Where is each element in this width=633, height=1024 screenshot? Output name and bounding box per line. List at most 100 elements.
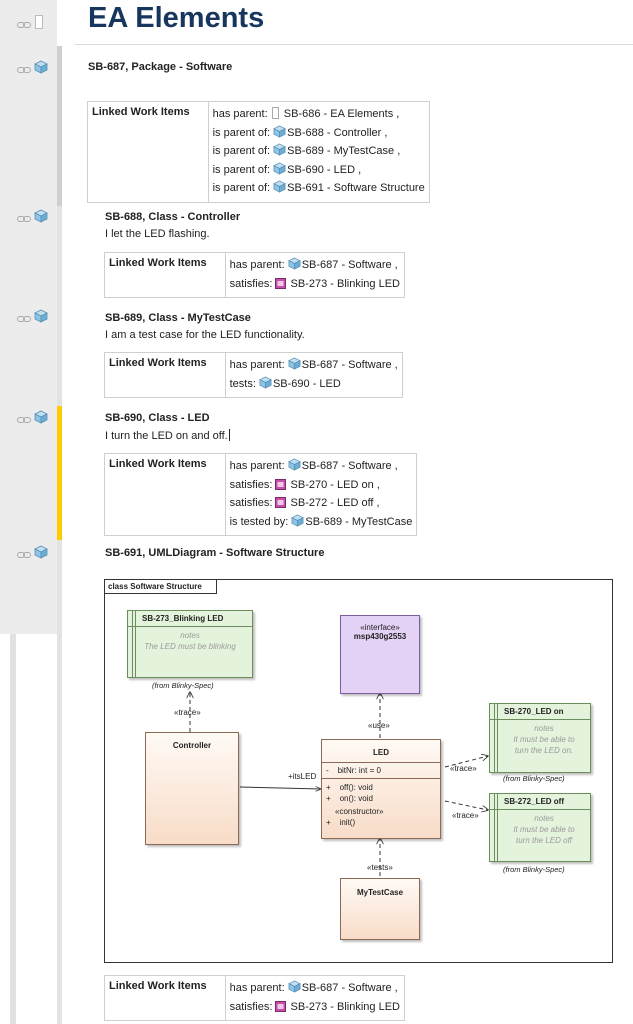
visibility-marker: +: [326, 783, 331, 792]
notes-text: turn the LED on.: [514, 746, 574, 755]
link-target[interactable]: SB-273 - Blinking LED: [290, 1000, 400, 1013]
rail-segment-diagram: [57, 540, 62, 1024]
requirement-name: SB-272_LED off: [490, 794, 590, 810]
from-label: (from Blinky-Spec): [503, 774, 565, 783]
link-icon[interactable]: [17, 416, 31, 424]
requirement-bar: [494, 704, 495, 772]
link-target[interactable]: SB-687 - Software: [301, 359, 392, 371]
requirement-bar: [497, 704, 498, 772]
link-target[interactable]: SB-270 - LED on: [290, 478, 374, 491]
link-row: satisfies: SB-273 - Blinking LED: [230, 276, 400, 295]
link-icon[interactable]: [17, 66, 31, 74]
requirement-icon: [275, 1000, 287, 1018]
interface-stereotype: «interface»: [360, 623, 400, 632]
link-relation: is parent of:: [212, 126, 271, 139]
lwi-links: has parent: SB-687 - Software , tests: S…: [224, 352, 403, 398]
operation: init(): [339, 818, 356, 827]
link-row: satisfies: SB-270 - LED on ,: [230, 477, 413, 496]
link-sep: ,: [394, 460, 398, 472]
link-target[interactable]: SB-686 - EA Elements: [283, 108, 394, 120]
link-sep: ,: [358, 163, 362, 176]
requirement-bar: [135, 611, 136, 677]
text-cursor: [228, 429, 230, 441]
link-relation: satisfies:: [229, 478, 273, 491]
link-icon[interactable]: [17, 315, 31, 323]
link-relation: has parent:: [229, 259, 285, 271]
link-target[interactable]: SB-690 - LED: [272, 377, 341, 390]
requirement-sb270[interactable]: SB-270_LED on notes It must be able to t…: [489, 703, 591, 773]
link-row: is parent of: SB-689 - MyTestCase ,: [213, 143, 425, 162]
link-target[interactable]: SB-689 - MyTestCase: [287, 145, 395, 157]
class-mytestcase[interactable]: MyTestCase: [340, 878, 420, 940]
gutter-row-title: [17, 15, 44, 34]
link-sep: ,: [394, 359, 398, 371]
item-heading-sb687[interactable]: SB-687, Package - Software: [88, 61, 233, 73]
trace-label: «trace»: [174, 708, 201, 717]
link-relation: tests:: [229, 377, 256, 390]
operation: on(): void: [339, 794, 373, 803]
link-target[interactable]: SB-688 - Controller: [287, 126, 382, 139]
class-led[interactable]: LED - bitNr: int = 0 + off(): void + on(…: [321, 739, 441, 839]
package-icon: [34, 60, 48, 79]
link-icon[interactable]: [17, 215, 31, 223]
operation: off(): void: [339, 783, 373, 792]
class-controller[interactable]: Controller: [145, 732, 239, 845]
class-operations: + off(): void + on(): void «constructor»…: [322, 779, 440, 831]
package-icon: [287, 257, 301, 276]
lwi-links: has parent: SB-687 - Software , satisfie…: [224, 252, 405, 298]
link-row: satisfies: SB-272 - LED off ,: [230, 495, 413, 514]
linked-work-items-sb688: Linked Work Items has parent: SB-687 - S…: [104, 252, 405, 298]
uml-class-diagram[interactable]: class Software Structure SB-273_Blinking…: [104, 579, 613, 963]
link-target[interactable]: SB-273 - Blinking LED: [290, 277, 400, 290]
visibility-marker: +: [326, 818, 331, 827]
lwi-links: has parent: SB-686 - EA Elements , is pa…: [207, 101, 430, 203]
package-icon: [287, 357, 301, 376]
link-relation: has parent:: [229, 460, 285, 472]
link-row: has parent: SB-687 - Software ,: [230, 257, 400, 276]
requirement-notes: notes The LED must be blinking: [128, 627, 252, 655]
requirement-sb273[interactable]: SB-273_Blinking LED notes The LED must b…: [127, 610, 253, 678]
gutter-row-sb688: [17, 209, 48, 228]
requirement-sb272[interactable]: SB-272_LED off notes It must be able to …: [489, 793, 591, 862]
trace-connector-on: [444, 756, 488, 768]
trace-label: «trace»: [452, 811, 479, 820]
item-heading-sb688[interactable]: SB-688, Class - Controller: [105, 211, 241, 223]
link-target[interactable]: SB-690 - LED: [287, 163, 356, 176]
diagram-frame-label: class Software Structure: [105, 580, 217, 594]
rail-segment-active: [57, 406, 62, 540]
use-label: «use»: [368, 721, 390, 730]
item-description-sb690[interactable]: I turn the LED on and off.: [105, 429, 230, 442]
link-icon[interactable]: [17, 551, 31, 559]
package-icon: [273, 180, 287, 199]
link-target[interactable]: SB-687 - Software: [301, 259, 392, 271]
link-target[interactable]: SB-687 - Software: [301, 982, 392, 994]
item-heading-sb691[interactable]: SB-691, UMLDiagram - Software Structure: [105, 547, 325, 559]
class-attributes: - bitNr: int = 0: [322, 763, 440, 779]
link-relation: is parent of:: [212, 163, 271, 176]
requirement-bar: [132, 611, 133, 677]
link-target[interactable]: SB-272 - LED off: [290, 497, 374, 509]
link-target[interactable]: SB-689 - MyTestCase: [305, 515, 413, 528]
lwi-label: Linked Work Items: [104, 352, 226, 398]
class-name: MyTestCase: [356, 888, 404, 897]
link-row: has parent: SB-687 - Software ,: [230, 980, 400, 999]
item-description-sb689: I am a test case for the LED functionali…: [105, 329, 305, 341]
package-icon: [291, 514, 305, 533]
package-icon: [34, 309, 48, 328]
package-icon: [259, 376, 272, 395]
item-heading-sb689[interactable]: SB-689, Class - MyTestCase: [105, 312, 251, 324]
package-icon: [34, 545, 48, 564]
link-sep: ,: [397, 145, 401, 157]
link-relation: satisfies:: [229, 497, 273, 509]
lwi-label: Linked Work Items: [87, 101, 209, 203]
link-row: is tested by: SB-689 - MyTestCase: [230, 514, 413, 533]
link-icon[interactable]: [17, 21, 31, 29]
item-heading-sb690[interactable]: SB-690, Class - LED: [105, 412, 210, 424]
link-target[interactable]: SB-687 - Software: [301, 460, 392, 472]
requirement-name: SB-273_Blinking LED: [128, 611, 252, 627]
interface-msp430g2553[interactable]: «interface» msp430g2553: [340, 615, 420, 694]
attribute: bitNr: int = 0: [337, 766, 381, 775]
package-icon: [34, 410, 48, 429]
document-icon: [34, 15, 44, 34]
link-target[interactable]: SB-691 - Software Structure: [287, 182, 425, 194]
